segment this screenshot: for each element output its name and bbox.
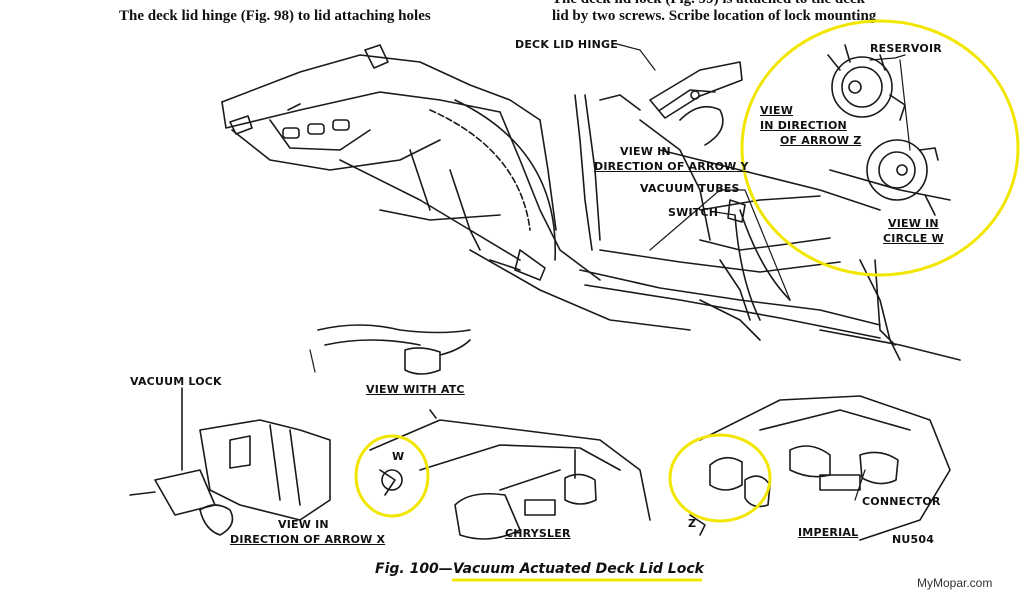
highlight-circles bbox=[354, 19, 1020, 523]
car-body-illustration bbox=[221, 44, 961, 361]
label-connector: CONNECTOR bbox=[862, 495, 941, 508]
highlight-circle-w bbox=[354, 434, 430, 518]
header-right-top-text: The deck lid lock (Fig. 99) is attached … bbox=[552, 0, 865, 8]
label-view-arrow-z-3: OF ARROW Z bbox=[780, 134, 862, 147]
label-deck-lid-hinge: DECK LID HINGE bbox=[515, 38, 618, 51]
label-view-circle-w-1: VIEW IN bbox=[888, 217, 939, 230]
label-view-with-atc: VIEW WITH ATC bbox=[366, 383, 465, 396]
label-vacuum-tubes: VACUUM TUBES bbox=[640, 182, 740, 195]
imperial-view-illustration bbox=[689, 395, 951, 541]
label-chrysler: CHRYSLER bbox=[505, 527, 571, 540]
label-view-circle-w-2: CIRCLE W bbox=[883, 232, 944, 245]
label-view-arrow-y-1: VIEW IN bbox=[620, 145, 671, 158]
label-figure-code: NU504 bbox=[892, 533, 935, 546]
label-z-marker: Z bbox=[688, 517, 697, 530]
header-left-text: The deck lid hinge (Fig. 98) to lid atta… bbox=[119, 8, 431, 24]
caption-title: Vacuum Actuated Deck Lid Lock bbox=[452, 561, 704, 577]
label-reservoir: RESERVOIR bbox=[870, 42, 942, 55]
label-w-marker: W bbox=[392, 450, 405, 463]
label-switch: SWITCH bbox=[668, 206, 719, 219]
caption-prefix: Fig. 100— bbox=[375, 561, 453, 577]
label-view-arrow-y-2: DIRECTION OF ARROW Y bbox=[594, 160, 749, 173]
label-view-arrow-z-1: VIEW bbox=[760, 104, 794, 117]
label-view-arrow-x-2: DIRECTION OF ARROW X bbox=[230, 533, 386, 546]
label-vacuum-lock: VACUUM LOCK bbox=[130, 375, 222, 388]
label-view-arrow-z-2: IN DIRECTION bbox=[760, 119, 847, 132]
watermark: MyMopar.com bbox=[917, 576, 993, 590]
vacuum-lock-illustration bbox=[129, 387, 331, 536]
label-view-arrow-x-1: VIEW IN bbox=[278, 518, 329, 531]
label-imperial: IMPERIAL bbox=[798, 526, 859, 539]
figure-caption: Fig. 100—Vacuum Actuated Deck Lid Lock bbox=[375, 561, 704, 577]
highlight-circle-z bbox=[668, 433, 772, 523]
highlight-circle-reservoir bbox=[740, 19, 1020, 277]
header-right-text: lid by two screws. Scribe location of lo… bbox=[552, 8, 877, 24]
chrysler-view-illustration bbox=[369, 409, 651, 540]
leader-lines bbox=[309, 43, 911, 501]
atc-view-illustration bbox=[317, 324, 471, 375]
